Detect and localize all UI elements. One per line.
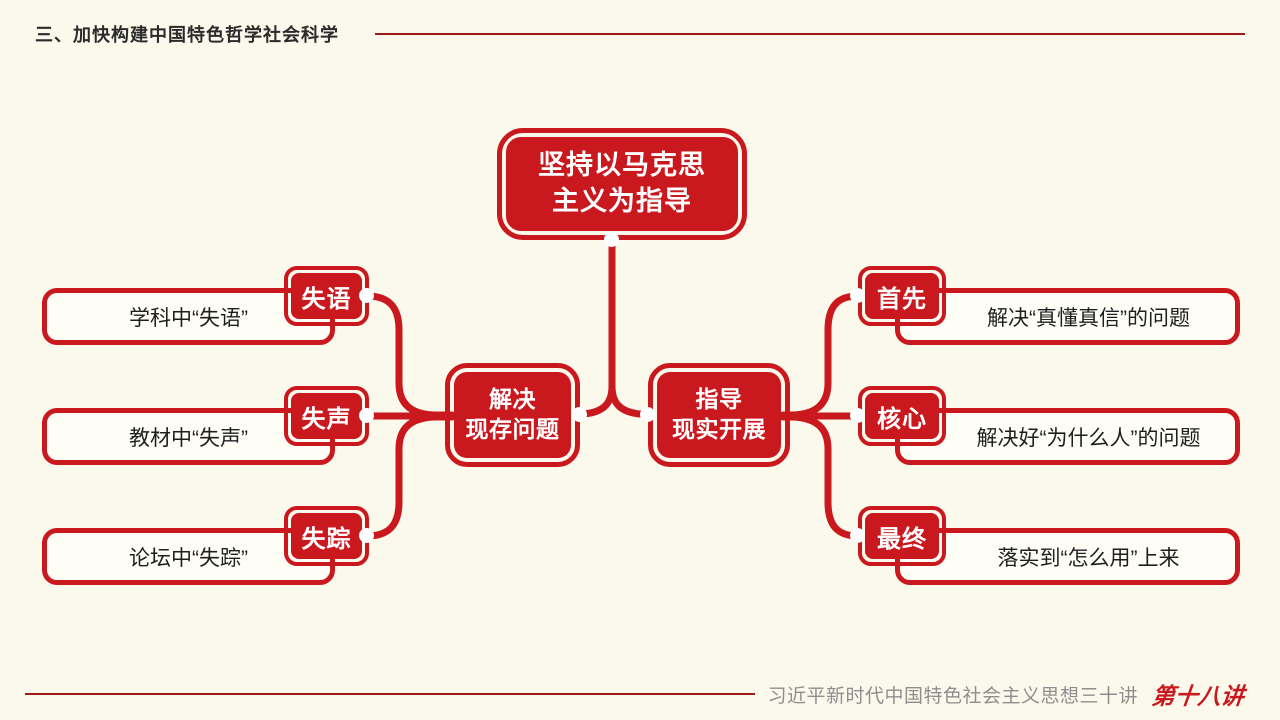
node-solve-problems-line2: 现存问题 <box>465 416 560 442</box>
connector-node-dot <box>850 288 865 303</box>
connector-node-dot <box>640 407 655 422</box>
connector-node-dot <box>850 528 865 543</box>
connector-node-dot <box>572 407 587 422</box>
leaf-right-1-text: 解决“真懂真信”的问题 <box>987 306 1190 330</box>
leaf-right-3-text: 落实到“怎么用”上来 <box>997 546 1180 570</box>
header: 三、加快构建中国特色哲学社会科学 <box>35 21 1245 47</box>
footer-rule <box>25 693 756 695</box>
tag-left-2: 失声 <box>284 386 369 446</box>
leaf-right-2-text: 解决好“为什么人”的问题 <box>976 426 1201 450</box>
footer: 习近平新时代中国特色社会主义思想三十讲 第十八讲 <box>25 677 1245 711</box>
node-root-label: 坚持以马克思 主义为指导 <box>506 137 738 231</box>
node-root-line2: 主义为指导 <box>552 186 692 216</box>
node-root-line1: 坚持以马克思 <box>538 150 706 181</box>
leaf-left-2-text: 教材中“失声” <box>129 426 248 450</box>
leaf-right-3: 落实到“怎么用”上来 <box>895 528 1240 585</box>
tag-left-1: 失语 <box>284 266 369 326</box>
node-guide-practice-label: 指导 现实开展 <box>657 372 781 458</box>
footer-series-title: 习近平新时代中国特色社会主义思想三十讲 <box>767 685 1138 707</box>
tag-left-3-label: 失踪 <box>291 513 362 559</box>
header-rule <box>375 33 1245 35</box>
tag-right-1: 首先 <box>858 266 946 326</box>
node-guide-practice-line1: 指导 <box>695 386 743 413</box>
page-title: 三、加快构建中国特色哲学社会科学 <box>35 25 339 45</box>
node-root: 坚持以马克思 主义为指导 <box>497 128 747 240</box>
tag-right-2-label: 核心 <box>865 393 939 439</box>
tag-right-1-label: 首先 <box>865 273 939 319</box>
tag-left-1-label: 失语 <box>291 273 362 319</box>
connector-node-dot <box>359 288 374 303</box>
node-solve-problems-line1: 解决 <box>489 386 536 413</box>
tag-left-2-label: 失声 <box>291 393 362 439</box>
node-guide-practice-line2: 现实开展 <box>672 416 766 442</box>
tag-right-3-label: 最终 <box>865 513 939 559</box>
connector-node-dot <box>850 408 865 423</box>
connector-node-dot <box>604 232 619 247</box>
tag-left-3: 失踪 <box>284 506 369 566</box>
leaf-left-3-text: 论坛中“失踪” <box>129 546 248 570</box>
leaf-left-1-text: 学科中“失语” <box>129 306 248 330</box>
node-solve-problems: 解决 现存问题 <box>445 363 580 467</box>
node-solve-problems-label: 解决 现存问题 <box>454 372 571 458</box>
connector-node-dot <box>359 408 374 423</box>
connector-node-dot <box>359 528 374 543</box>
node-guide-practice: 指导 现实开展 <box>648 363 790 467</box>
leaf-right-2: 解决好“为什么人”的问题 <box>895 408 1240 465</box>
leaf-right-1: 解决“真懂真信”的问题 <box>895 288 1240 345</box>
tag-right-3: 最终 <box>858 506 946 566</box>
tag-right-2: 核心 <box>858 386 946 446</box>
